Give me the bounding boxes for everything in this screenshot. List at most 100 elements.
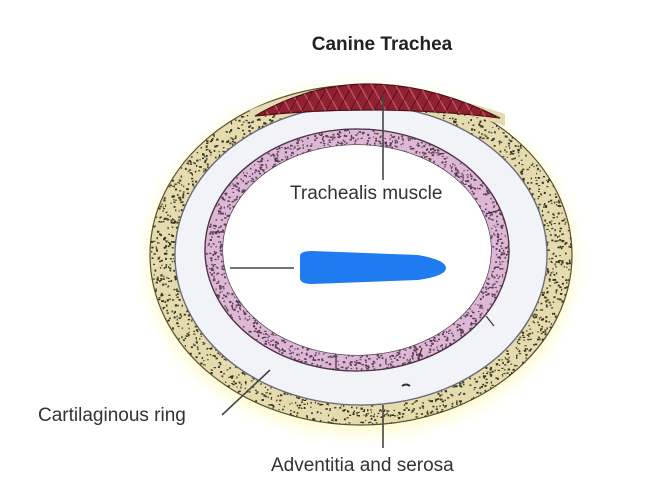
stipple-dot — [345, 135, 348, 137]
stipple-dot — [554, 315, 557, 318]
stipple-dot — [201, 357, 204, 360]
stipple-dot — [238, 119, 241, 122]
stipple-dot — [303, 399, 306, 401]
stipple-dot — [496, 233, 499, 235]
stipple-dot — [432, 349, 435, 351]
stipple-dot — [444, 390, 448, 393]
stipple-dot — [303, 407, 306, 409]
stipple-dot — [290, 394, 292, 396]
stipple-dot — [459, 328, 462, 331]
stipple-dot — [244, 317, 246, 320]
stipple-dot — [491, 235, 493, 238]
stipple-dot — [386, 410, 389, 412]
stipple-dot — [482, 372, 484, 375]
stipple-dot — [562, 233, 564, 235]
stipple-dot — [350, 136, 353, 139]
stipple-dot — [389, 144, 392, 146]
stipple-dot — [490, 198, 492, 200]
stipple-dot — [306, 349, 308, 351]
stipple-dot — [491, 293, 494, 296]
stipple-dot — [443, 335, 446, 338]
stipple-dot — [174, 304, 177, 307]
stipple-dot — [549, 230, 551, 232]
stipple-dot — [223, 151, 225, 153]
stipple-dot — [310, 406, 312, 408]
stipple-dot — [173, 185, 176, 188]
stipple-dot — [492, 126, 494, 128]
stipple-dot — [457, 329, 459, 332]
stipple-dot — [547, 180, 550, 183]
stipple-dot — [416, 353, 420, 356]
stipple-dot — [160, 278, 163, 280]
stipple-dot — [506, 361, 509, 364]
stipple-dot — [524, 348, 526, 351]
stipple-dot — [263, 170, 265, 173]
stipple-dot — [296, 414, 298, 417]
stipple-dot — [533, 165, 535, 168]
stipple-dot — [389, 142, 392, 145]
stipple-dot — [436, 411, 439, 413]
stipple-dot — [208, 268, 211, 270]
stipple-dot — [437, 349, 439, 351]
stipple-dot — [176, 296, 179, 298]
stipple-dot — [225, 381, 227, 383]
stipple-dot — [548, 285, 552, 287]
stipple-dot — [455, 385, 458, 388]
stipple-dot — [217, 280, 220, 283]
stipple-dot — [444, 164, 447, 166]
stipple-dot — [158, 233, 161, 236]
stipple-dot — [477, 304, 479, 306]
stipple-dot — [326, 403, 329, 405]
stipple-dot — [372, 360, 375, 363]
stipple-dot — [377, 413, 380, 414]
stipple-dot — [222, 212, 224, 215]
stipple-dot — [479, 313, 482, 316]
stipple-dot — [396, 351, 399, 353]
stipple-dot — [158, 298, 161, 301]
stipple-dot — [519, 336, 522, 338]
stipple-dot — [167, 245, 170, 248]
stipple-dot — [307, 149, 309, 151]
stipple-dot — [207, 244, 209, 247]
stipple-dot — [252, 386, 255, 388]
stipple-dot — [537, 321, 539, 324]
stipple-dot — [487, 131, 491, 133]
stipple-dot — [428, 151, 430, 154]
stipple-dot — [231, 138, 235, 140]
stipple-dot — [428, 351, 431, 353]
stipple-dot — [545, 300, 548, 303]
stipple-dot — [232, 383, 235, 386]
stipple-dot — [244, 313, 246, 315]
stipple-dot — [221, 266, 224, 268]
stipple-dot — [361, 137, 363, 139]
stipple-dot — [405, 402, 408, 405]
stipple-dot — [200, 333, 202, 335]
stipple-dot — [269, 343, 271, 346]
stipple-dot — [212, 355, 215, 357]
stipple-dot — [284, 156, 287, 158]
stipple-dot — [354, 142, 356, 145]
stipple-dot — [166, 240, 169, 242]
stipple-dot — [431, 340, 433, 342]
stipple-dot — [343, 140, 346, 143]
stipple-dot — [410, 138, 413, 140]
stipple-dot — [272, 116, 275, 118]
stipple-dot — [541, 309, 543, 311]
stipple-dot — [158, 257, 160, 260]
stipple-dot — [168, 186, 171, 188]
stipple-dot — [390, 422, 393, 424]
stipple-dot — [231, 307, 234, 309]
stipple-dot — [419, 345, 422, 348]
stipple-dot — [551, 239, 554, 242]
stipple-dot — [225, 307, 228, 310]
stipple-dot — [263, 122, 266, 124]
stipple-dot — [278, 146, 281, 149]
stipple-dot — [215, 349, 218, 351]
stipple-dot — [497, 256, 500, 259]
stipple-dot — [239, 196, 242, 199]
stipple-dot — [493, 205, 496, 207]
stipple-dot — [321, 358, 323, 360]
stipple-dot — [210, 154, 212, 156]
stipple-dot — [547, 268, 549, 271]
stipple-dot — [559, 255, 561, 257]
